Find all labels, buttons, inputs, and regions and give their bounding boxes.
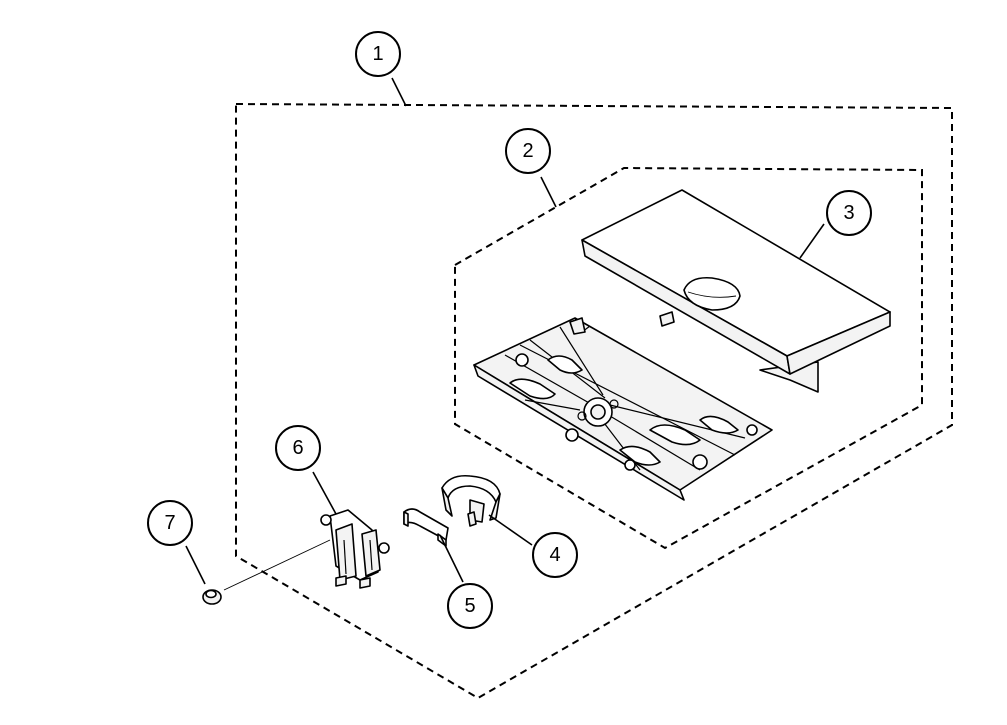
assembly-2-boundary bbox=[454, 166, 923, 550]
leader-4 bbox=[488, 514, 533, 546]
callout-label: 7 bbox=[164, 512, 175, 534]
part-5-strap bbox=[403, 508, 449, 547]
callout-label: 5 bbox=[464, 595, 475, 617]
assembly-1-boundary bbox=[235, 102, 953, 700]
callout-4: 4 bbox=[532, 532, 578, 578]
part-3-cover-plate bbox=[581, 189, 891, 393]
assembly-axis bbox=[223, 539, 331, 591]
callout-label: 3 bbox=[843, 202, 854, 224]
callout-label: 2 bbox=[522, 140, 533, 162]
callout-5: 5 bbox=[447, 583, 493, 629]
part-4-clamp bbox=[441, 474, 501, 527]
leader-7 bbox=[185, 545, 206, 585]
callout-2: 2 bbox=[505, 128, 551, 174]
leader-5 bbox=[439, 534, 464, 583]
callout-label: 4 bbox=[549, 544, 560, 566]
callout-1: 1 bbox=[355, 31, 401, 77]
callout-6: 6 bbox=[275, 425, 321, 471]
leader-3 bbox=[799, 223, 825, 259]
leader-1 bbox=[391, 77, 407, 107]
part-6-bracket bbox=[320, 509, 390, 589]
leader-2 bbox=[540, 176, 557, 208]
callout-label: 6 bbox=[292, 437, 303, 459]
part-2-base-plate bbox=[473, 317, 773, 501]
part-7-nut bbox=[202, 589, 222, 605]
leader-6 bbox=[312, 471, 337, 515]
callout-3: 3 bbox=[826, 190, 872, 236]
callout-label: 1 bbox=[372, 43, 383, 65]
callout-7: 7 bbox=[147, 500, 193, 546]
